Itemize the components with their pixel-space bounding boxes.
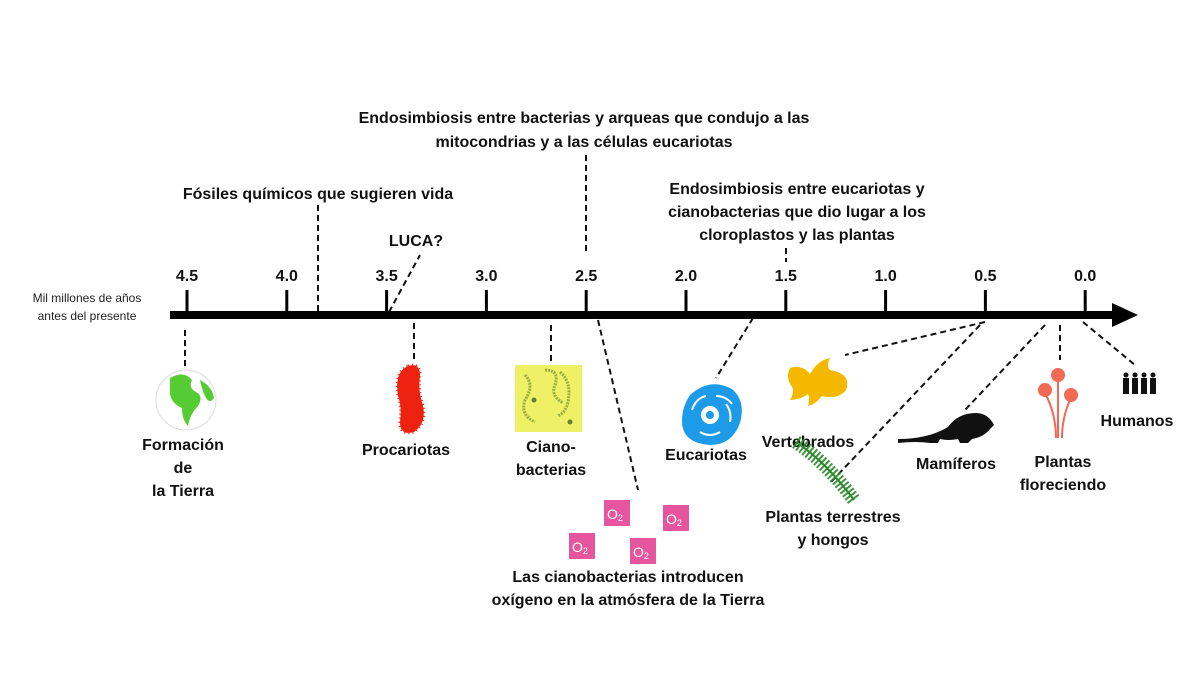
endosymbiosis-chloro-line3: cloroplastos y las plantas [699, 227, 895, 244]
earth-label-line2: de [174, 460, 193, 477]
prokaryotes-label: Procariotas [362, 442, 450, 459]
vertebrates-connector [844, 321, 986, 356]
endosymbiosis-mito-line1: Endosimbiosis entre bacterias y arqueas … [359, 110, 810, 127]
axis-line [170, 311, 1115, 319]
person-icon [1132, 372, 1138, 378]
axis-label-line2: antes del presente [38, 309, 137, 323]
oxygen-label-line2: oxígeno en la atmósfera de la Tierra [492, 592, 765, 609]
endosymbiosis-chloro-line2: cianobacterias que dio lugar a los [668, 204, 926, 221]
person-icon [1150, 372, 1156, 378]
land-plants-label-line2: y hongos [797, 532, 868, 549]
luca-label: LUCA? [389, 233, 443, 250]
person-body [1141, 378, 1147, 394]
luca-connector [388, 254, 421, 313]
land-plants-label-line1: Plantas terrestres [765, 509, 900, 526]
mammals-connector [964, 324, 1046, 411]
axis-tick-label: 4.5 [176, 268, 198, 285]
earth-label-line3: la Tierra [152, 483, 214, 500]
cyanobacteria-label-line1: Ciano- [526, 439, 576, 456]
rat-icon [898, 413, 994, 443]
flowering-plants-label-line2: floreciendo [1020, 477, 1106, 494]
eukaryotes-connector [715, 317, 754, 379]
person-body [1123, 378, 1129, 394]
oxygen-connector [597, 319, 639, 491]
axis-tick-label: 1.0 [874, 268, 896, 285]
o2-box [630, 538, 656, 564]
axis-tick-label: 1.5 [775, 268, 797, 285]
time-axis: Mil millones de años antes del presente … [33, 268, 1138, 327]
axis-tick-label: 3.0 [475, 268, 497, 285]
earth-label-line1: Formación [142, 437, 224, 454]
humans-icon [1123, 372, 1156, 394]
axis-label-line1: Mil millones de años [33, 291, 142, 305]
cyanobacteria-icon [515, 365, 582, 432]
flowering-plants-label-line1: Plantas [1035, 454, 1092, 471]
o2-box [663, 505, 689, 531]
person-body [1132, 378, 1138, 394]
vertebrates-label: Vertebrados [762, 434, 855, 451]
eukaryotes-label: Eucariotas [665, 447, 747, 464]
fossils-label: Fósiles químicos que sugieren vida [183, 186, 453, 203]
axis-tick-label: 2.5 [575, 268, 597, 285]
cyanobacteria-label-line2: bacterias [516, 462, 586, 479]
axis-tick-label: 0.5 [974, 268, 996, 285]
o2-box [569, 533, 595, 559]
axis-tick-label: 0.0 [1074, 268, 1096, 285]
mammals-label: Mamíferos [916, 456, 996, 473]
flower-icon [1038, 368, 1078, 439]
earth-globe-icon [155, 369, 217, 431]
eukaryotic-cell-icon [682, 384, 742, 445]
axis-arrowhead [1112, 303, 1138, 327]
axis-tick-label: 4.0 [276, 268, 298, 285]
axis-tick-label: 2.0 [675, 268, 697, 285]
bacterium-icon [395, 363, 426, 435]
oxygen-label-line1: Las cianobacterias introducen [512, 569, 743, 586]
o2-box [604, 500, 630, 526]
axis-tick-label: 3.5 [375, 268, 397, 285]
person-icon [1141, 372, 1147, 378]
endosymbiosis-chloro-line1: Endosimbiosis entre eucariotas y [669, 181, 924, 198]
person-body [1150, 378, 1156, 394]
fish-icon [788, 358, 848, 406]
person-icon [1123, 372, 1129, 378]
humans-label: Humanos [1101, 413, 1174, 430]
land-plants-connector [829, 324, 981, 484]
fern-icon [792, 436, 860, 505]
endosymbiosis-mito-line2: mitocondrias y a las células eucariotas [435, 134, 732, 151]
humans-connector [1082, 321, 1136, 366]
